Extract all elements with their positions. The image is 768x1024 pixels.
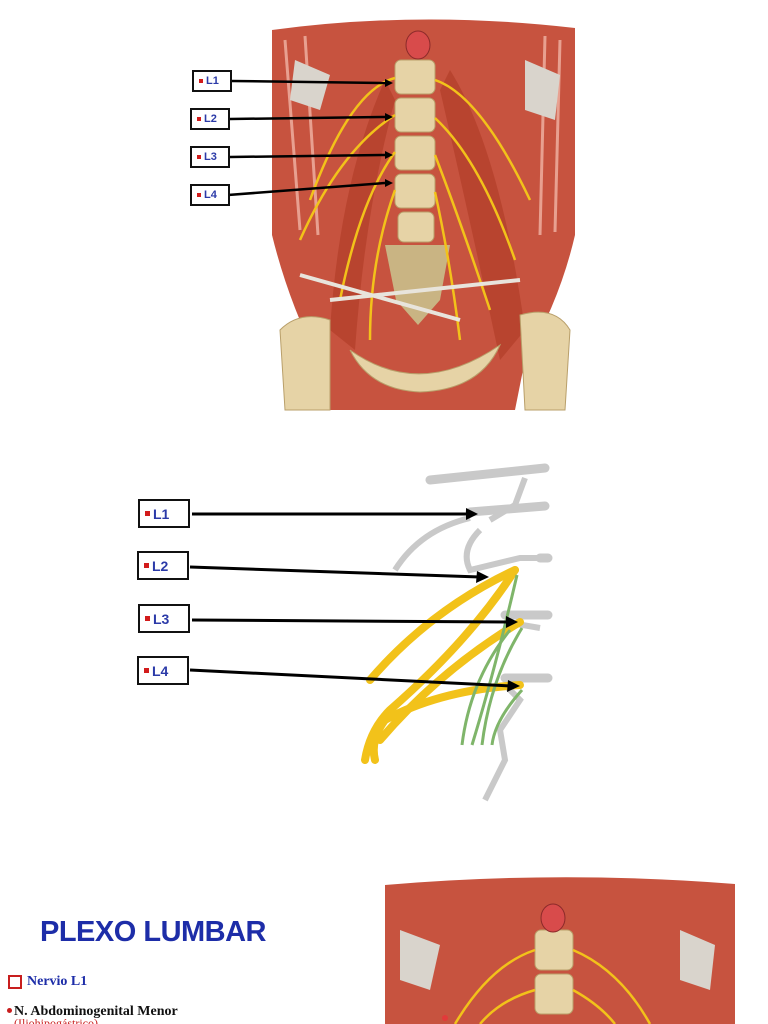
- bullet-icon: [7, 1008, 12, 1013]
- slide-title: PLEXO LUMBAR: [40, 916, 267, 948]
- label-text: L4: [204, 189, 217, 201]
- checkbox-icon: [8, 975, 22, 989]
- middle-label-l3: L3: [138, 604, 190, 633]
- red-square-bullet-icon: [145, 616, 150, 621]
- top-label-l3: L3: [190, 146, 230, 168]
- middle-label-l4: L4: [137, 656, 189, 685]
- red-square-bullet-icon: [145, 511, 150, 516]
- top-label-l4: L4: [190, 184, 230, 206]
- middle-label-l1: L1: [138, 499, 190, 528]
- red-square-bullet-icon: [199, 79, 203, 83]
- top-anatomy-panel: L1 L2 L3 L4: [0, 0, 768, 420]
- label-text: L3: [204, 151, 217, 163]
- red-square-bullet-icon: [144, 668, 149, 673]
- top-label-l1: L1: [192, 70, 232, 92]
- nerve-name: N. Abdominogenital Menor: [14, 1004, 178, 1019]
- red-square-bullet-icon: [197, 193, 201, 197]
- red-square-bullet-icon: [144, 563, 149, 568]
- lumbar-plexus-anatomy-illustration: [227, 19, 575, 411]
- red-square-bullet-icon: [197, 117, 201, 121]
- label-text: L1: [153, 505, 170, 522]
- label-text: L2: [152, 557, 169, 574]
- nerve-subtitle: (Iliohipogástrico): [14, 1016, 98, 1024]
- middle-schematic-panel: L1 L2 L3 L4: [0, 440, 768, 860]
- section-label: Nervio L1: [27, 974, 88, 989]
- bottom-slide-panel: PLEXO LUMBAR Nervio L1 N. Abdominogenita…: [0, 870, 768, 1024]
- red-square-bullet-icon: [197, 155, 201, 159]
- lumbar-plexus-schematic: [189, 463, 553, 802]
- label-text: L2: [204, 113, 217, 125]
- label-text: L3: [153, 610, 170, 627]
- middle-label-l2: L2: [137, 551, 189, 580]
- label-text: L1: [206, 75, 219, 87]
- top-label-l2: L2: [190, 108, 230, 130]
- label-text: L4: [152, 662, 169, 679]
- lumbar-anatomy-thumbnail: [385, 877, 735, 1024]
